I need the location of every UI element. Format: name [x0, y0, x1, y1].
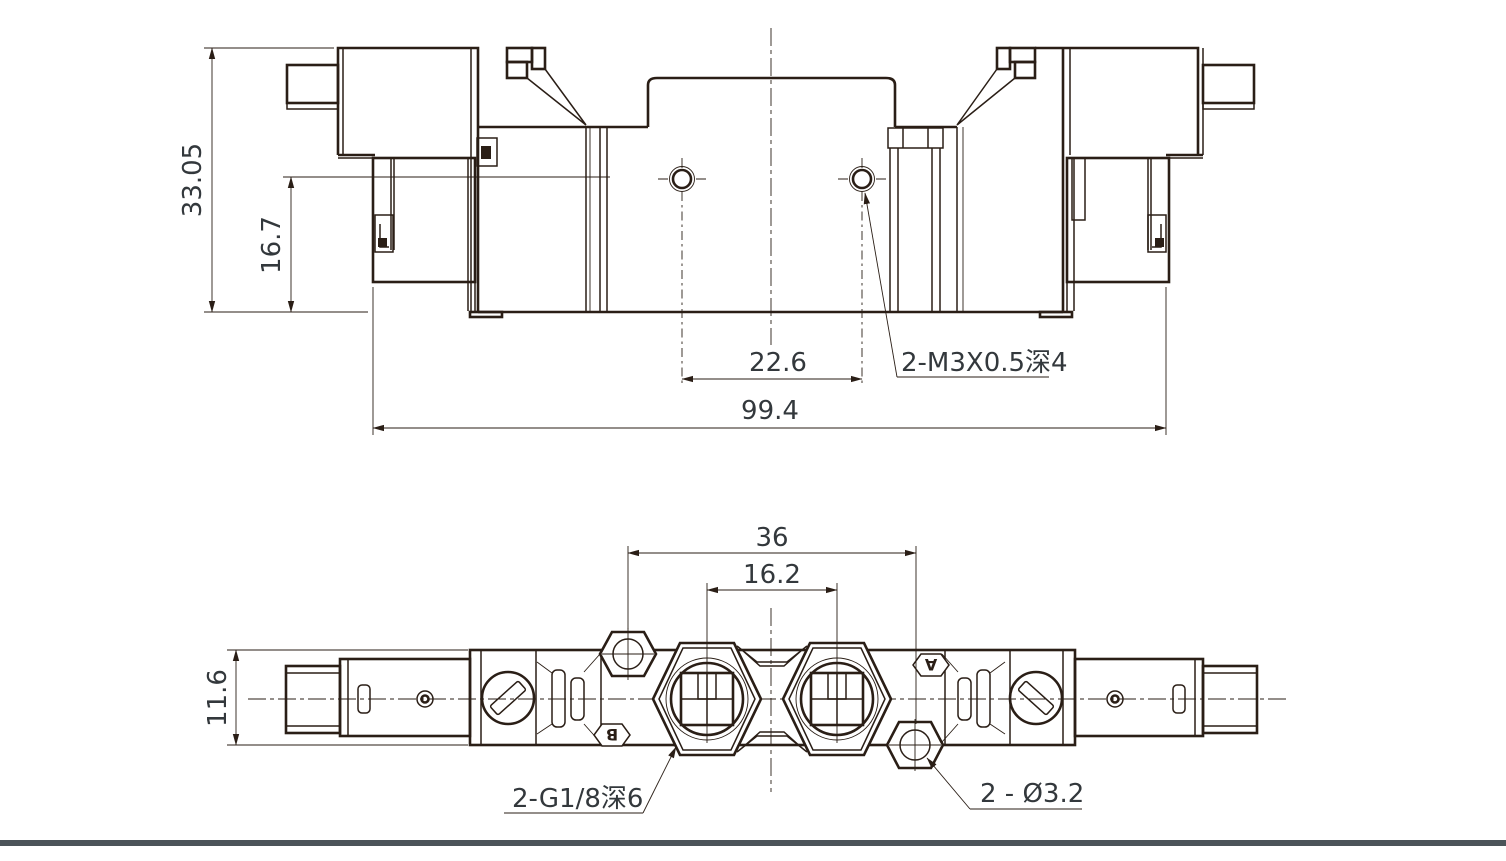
dim-port-pitch: 16.2	[706, 560, 838, 743]
left-manual-override	[480, 670, 536, 726]
right-top-clip	[956, 46, 1037, 126]
right-manual-override	[1008, 670, 1064, 726]
dim-overall-length: 99.4	[372, 287, 1167, 435]
dim-mount-hole-pitch-label: 36	[755, 523, 788, 553]
right-cap-tabs	[887, 127, 944, 149]
left-vent-slots	[536, 653, 601, 743]
dim-body-width-label: 11.6	[203, 669, 233, 727]
right-screw	[1106, 690, 1124, 708]
right-foot	[1038, 310, 1074, 319]
bottom-view-geometry: A B	[248, 608, 1287, 792]
right-vent-slots	[941, 653, 1006, 743]
dim-height-to-mount-label: 16.7	[257, 216, 287, 274]
left-terminal-bracket	[476, 137, 498, 167]
left-band-slot	[357, 684, 371, 714]
top-view-geometry	[283, 28, 1256, 386]
mount-lug-top-left	[598, 628, 658, 680]
bottom-right-plug	[1201, 664, 1259, 735]
callout-mount-holes: 2 - Ø3.2	[926, 757, 1084, 810]
bottom-left-plug	[284, 664, 342, 735]
right-side-slot	[1071, 157, 1086, 221]
bottom-view-dimensions: 36 16.2 11.6 2-G1/8深6 2 - Ø3.2	[203, 523, 1084, 814]
center-body	[478, 76, 1063, 314]
left-screw	[416, 690, 434, 708]
left-top-clip	[505, 46, 587, 126]
port-marker-b-label: B	[606, 725, 618, 744]
m3-hole-left	[658, 158, 706, 386]
dim-hole-pitch: 22.6	[681, 348, 863, 383]
callout-ports: 2-G1/8深6	[504, 746, 677, 814]
left-latch-slot	[374, 214, 394, 253]
left-solenoid	[336, 46, 504, 319]
bottom-left-solenoid	[338, 657, 472, 738]
right-connector-plug	[1201, 63, 1256, 110]
right-band-slot	[1172, 684, 1186, 714]
mount-lug-bottom-right	[885, 719, 945, 771]
dim-height-total: 33.05	[178, 47, 368, 313]
left-connector-plug	[285, 63, 340, 110]
port-marker-b: B	[593, 723, 631, 747]
dim-mount-hole-pitch: 36	[627, 523, 917, 724]
top-cap	[646, 76, 897, 127]
dim-overall-length-label: 99.4	[741, 396, 799, 426]
page-footer-rule	[0, 840, 1506, 846]
port-marker-a-label: A	[924, 655, 937, 674]
callout-thread-holes: 2-M3X0.5深4	[863, 192, 1068, 378]
dim-hole-pitch-label: 22.6	[749, 348, 807, 378]
port-marker-a: A	[912, 653, 950, 677]
callout-mount-holes-label: 2 - Ø3.2	[980, 779, 1084, 809]
right-solenoid	[1035, 46, 1204, 319]
dim-height-total-label: 33.05	[178, 143, 208, 217]
top-view: 33.05 16.7 22.6 99.4 2-M3X0.5深4	[178, 28, 1256, 435]
callout-thread-holes-label: 2-M3X0.5深4	[901, 348, 1068, 378]
top-view-dimensions: 33.05 16.7 22.6 99.4 2-M3X0.5深4	[178, 47, 1167, 435]
bottom-right-solenoid	[1073, 657, 1205, 738]
valve-body-plate	[468, 648, 1077, 747]
m3-hole-right	[838, 158, 886, 386]
right-latch-slot	[1147, 214, 1167, 253]
dim-height-to-mount: 16.7	[257, 176, 295, 313]
callout-ports-label: 2-G1/8深6	[512, 784, 643, 814]
dim-port-pitch-label: 16.2	[743, 560, 801, 590]
bottom-view: A B 36	[203, 523, 1287, 814]
dim-body-width: 11.6	[203, 649, 468, 746]
port-bridges	[736, 645, 808, 753]
